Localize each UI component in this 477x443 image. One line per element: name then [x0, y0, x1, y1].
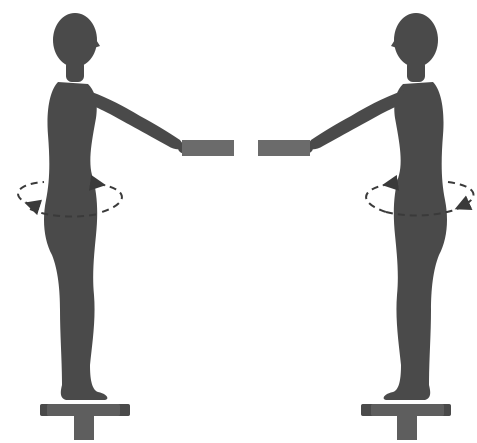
- right-person-silhouette: [297, 13, 451, 440]
- left-person-silhouette: [40, 13, 194, 440]
- left-handle-bar-icon: [182, 140, 234, 156]
- right-figure: [297, 13, 451, 440]
- right-handle-bar-icon: [258, 140, 310, 156]
- right-turntable-base-icon: [371, 404, 444, 440]
- left-turntable-base-icon: [47, 404, 120, 440]
- left-figure: [40, 13, 194, 440]
